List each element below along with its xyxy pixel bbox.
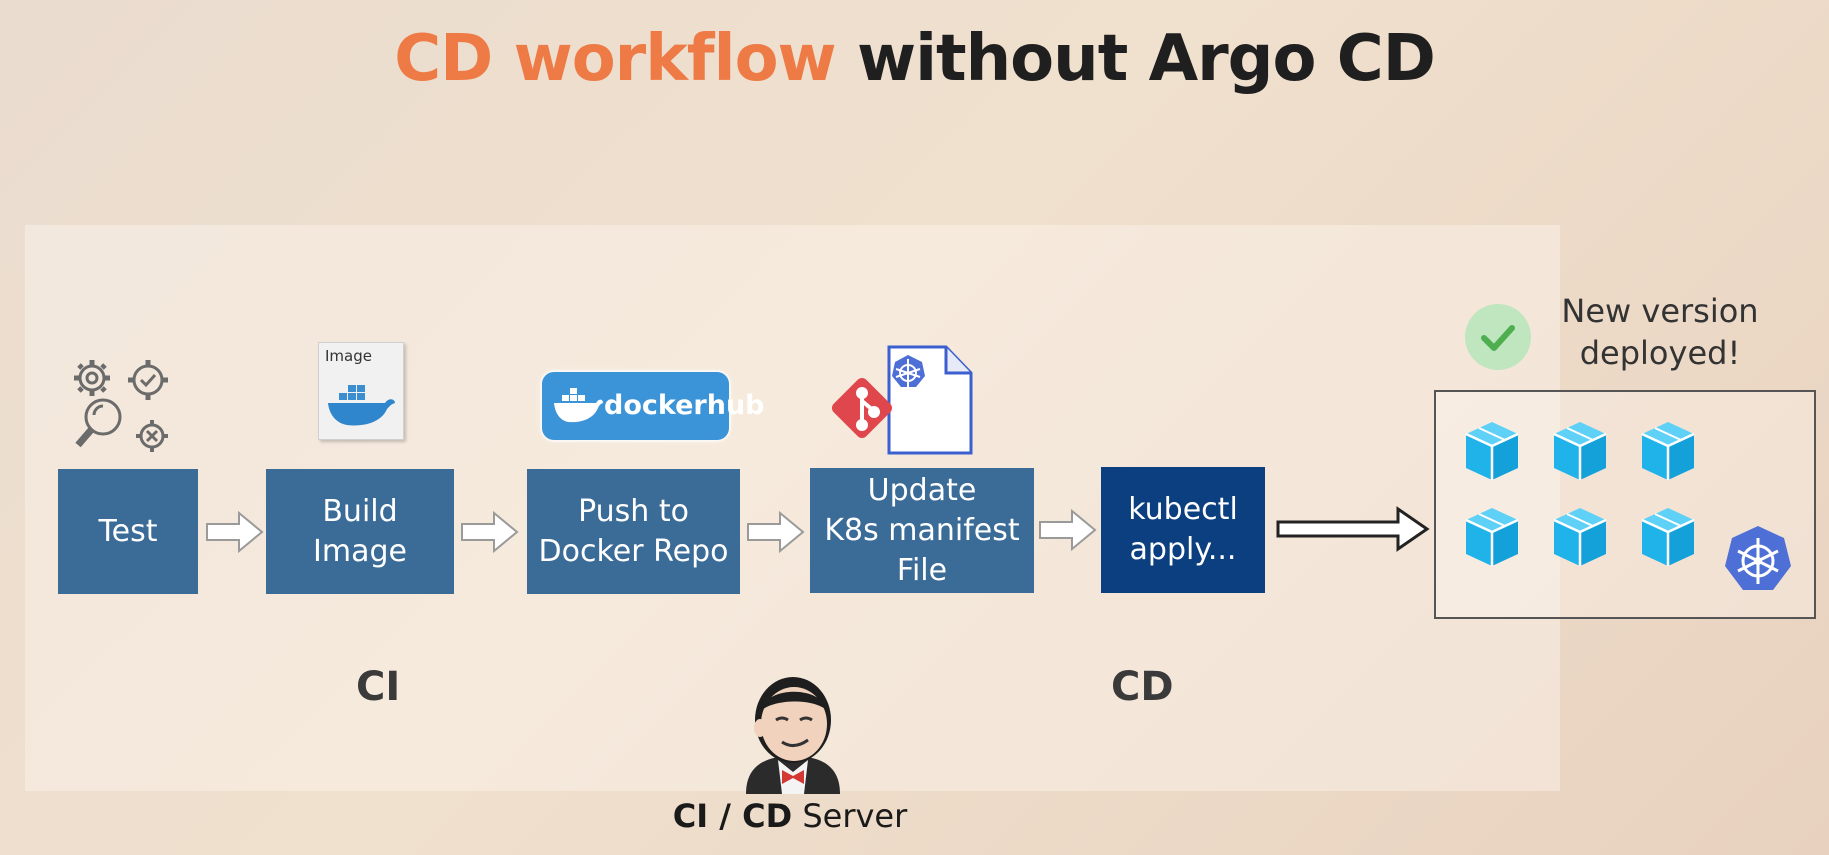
- arrow-1: [206, 510, 264, 554]
- pod-2: [1552, 420, 1608, 482]
- pod-6: [1640, 506, 1696, 568]
- pod-1: [1464, 420, 1520, 482]
- pod-4: [1464, 506, 1520, 568]
- server-rest: Server: [792, 797, 908, 835]
- ci-label: CI: [356, 664, 401, 710]
- cd-label: CD: [1111, 664, 1174, 710]
- arrow-2: [461, 510, 519, 554]
- step-kubectl-apply: kubectl apply...: [1101, 467, 1265, 593]
- arrow-3: [747, 510, 805, 554]
- pod-3: [1640, 420, 1696, 482]
- step-build-image: Build Image: [266, 469, 454, 594]
- deployed-text: New version deployed!: [1561, 292, 1759, 372]
- git-k8s-manifest-icon: [831, 345, 973, 455]
- arrow-4: [1039, 508, 1097, 552]
- step-push-docker-repo: Push to Docker Repo: [527, 469, 740, 594]
- step-update-label: Update K8s manifest File: [824, 472, 1020, 588]
- server-bold: CI / CD: [672, 797, 793, 835]
- dockerhub-text: dockerhub: [604, 390, 765, 421]
- pods-group: [1464, 420, 1696, 568]
- arrow-to-cluster: [1276, 506, 1430, 552]
- step-build-image-label: Build Image: [313, 493, 407, 569]
- ci-cd-server-label: CI / CD Server: [640, 797, 940, 835]
- docker-image-icon: Image: [318, 342, 404, 440]
- kubernetes-icon: [1725, 526, 1791, 590]
- title-rest: without Argo CD: [856, 22, 1436, 96]
- title-highlight: CD workflow: [394, 22, 836, 96]
- pod-5: [1552, 506, 1608, 568]
- step-test: Test: [58, 469, 198, 594]
- step-update-manifest: Update K8s manifest File: [810, 468, 1034, 593]
- step-push-label: Push to Docker Repo: [538, 493, 729, 569]
- jenkins-icon: [746, 677, 840, 794]
- gears-magnifier-icon: [74, 360, 168, 452]
- image-caption: Image: [325, 347, 372, 365]
- step-test-label: Test: [98, 513, 158, 549]
- check-icon: [1465, 304, 1531, 370]
- step-kubectl-label: kubectl apply...: [1128, 492, 1238, 567]
- dockerhub-whale-icon: [554, 388, 603, 423]
- page-title: CD workflow without Argo CD: [0, 22, 1829, 96]
- dockerhub-logo-icon: dockerhub: [542, 372, 765, 440]
- whale-icon: [328, 385, 395, 426]
